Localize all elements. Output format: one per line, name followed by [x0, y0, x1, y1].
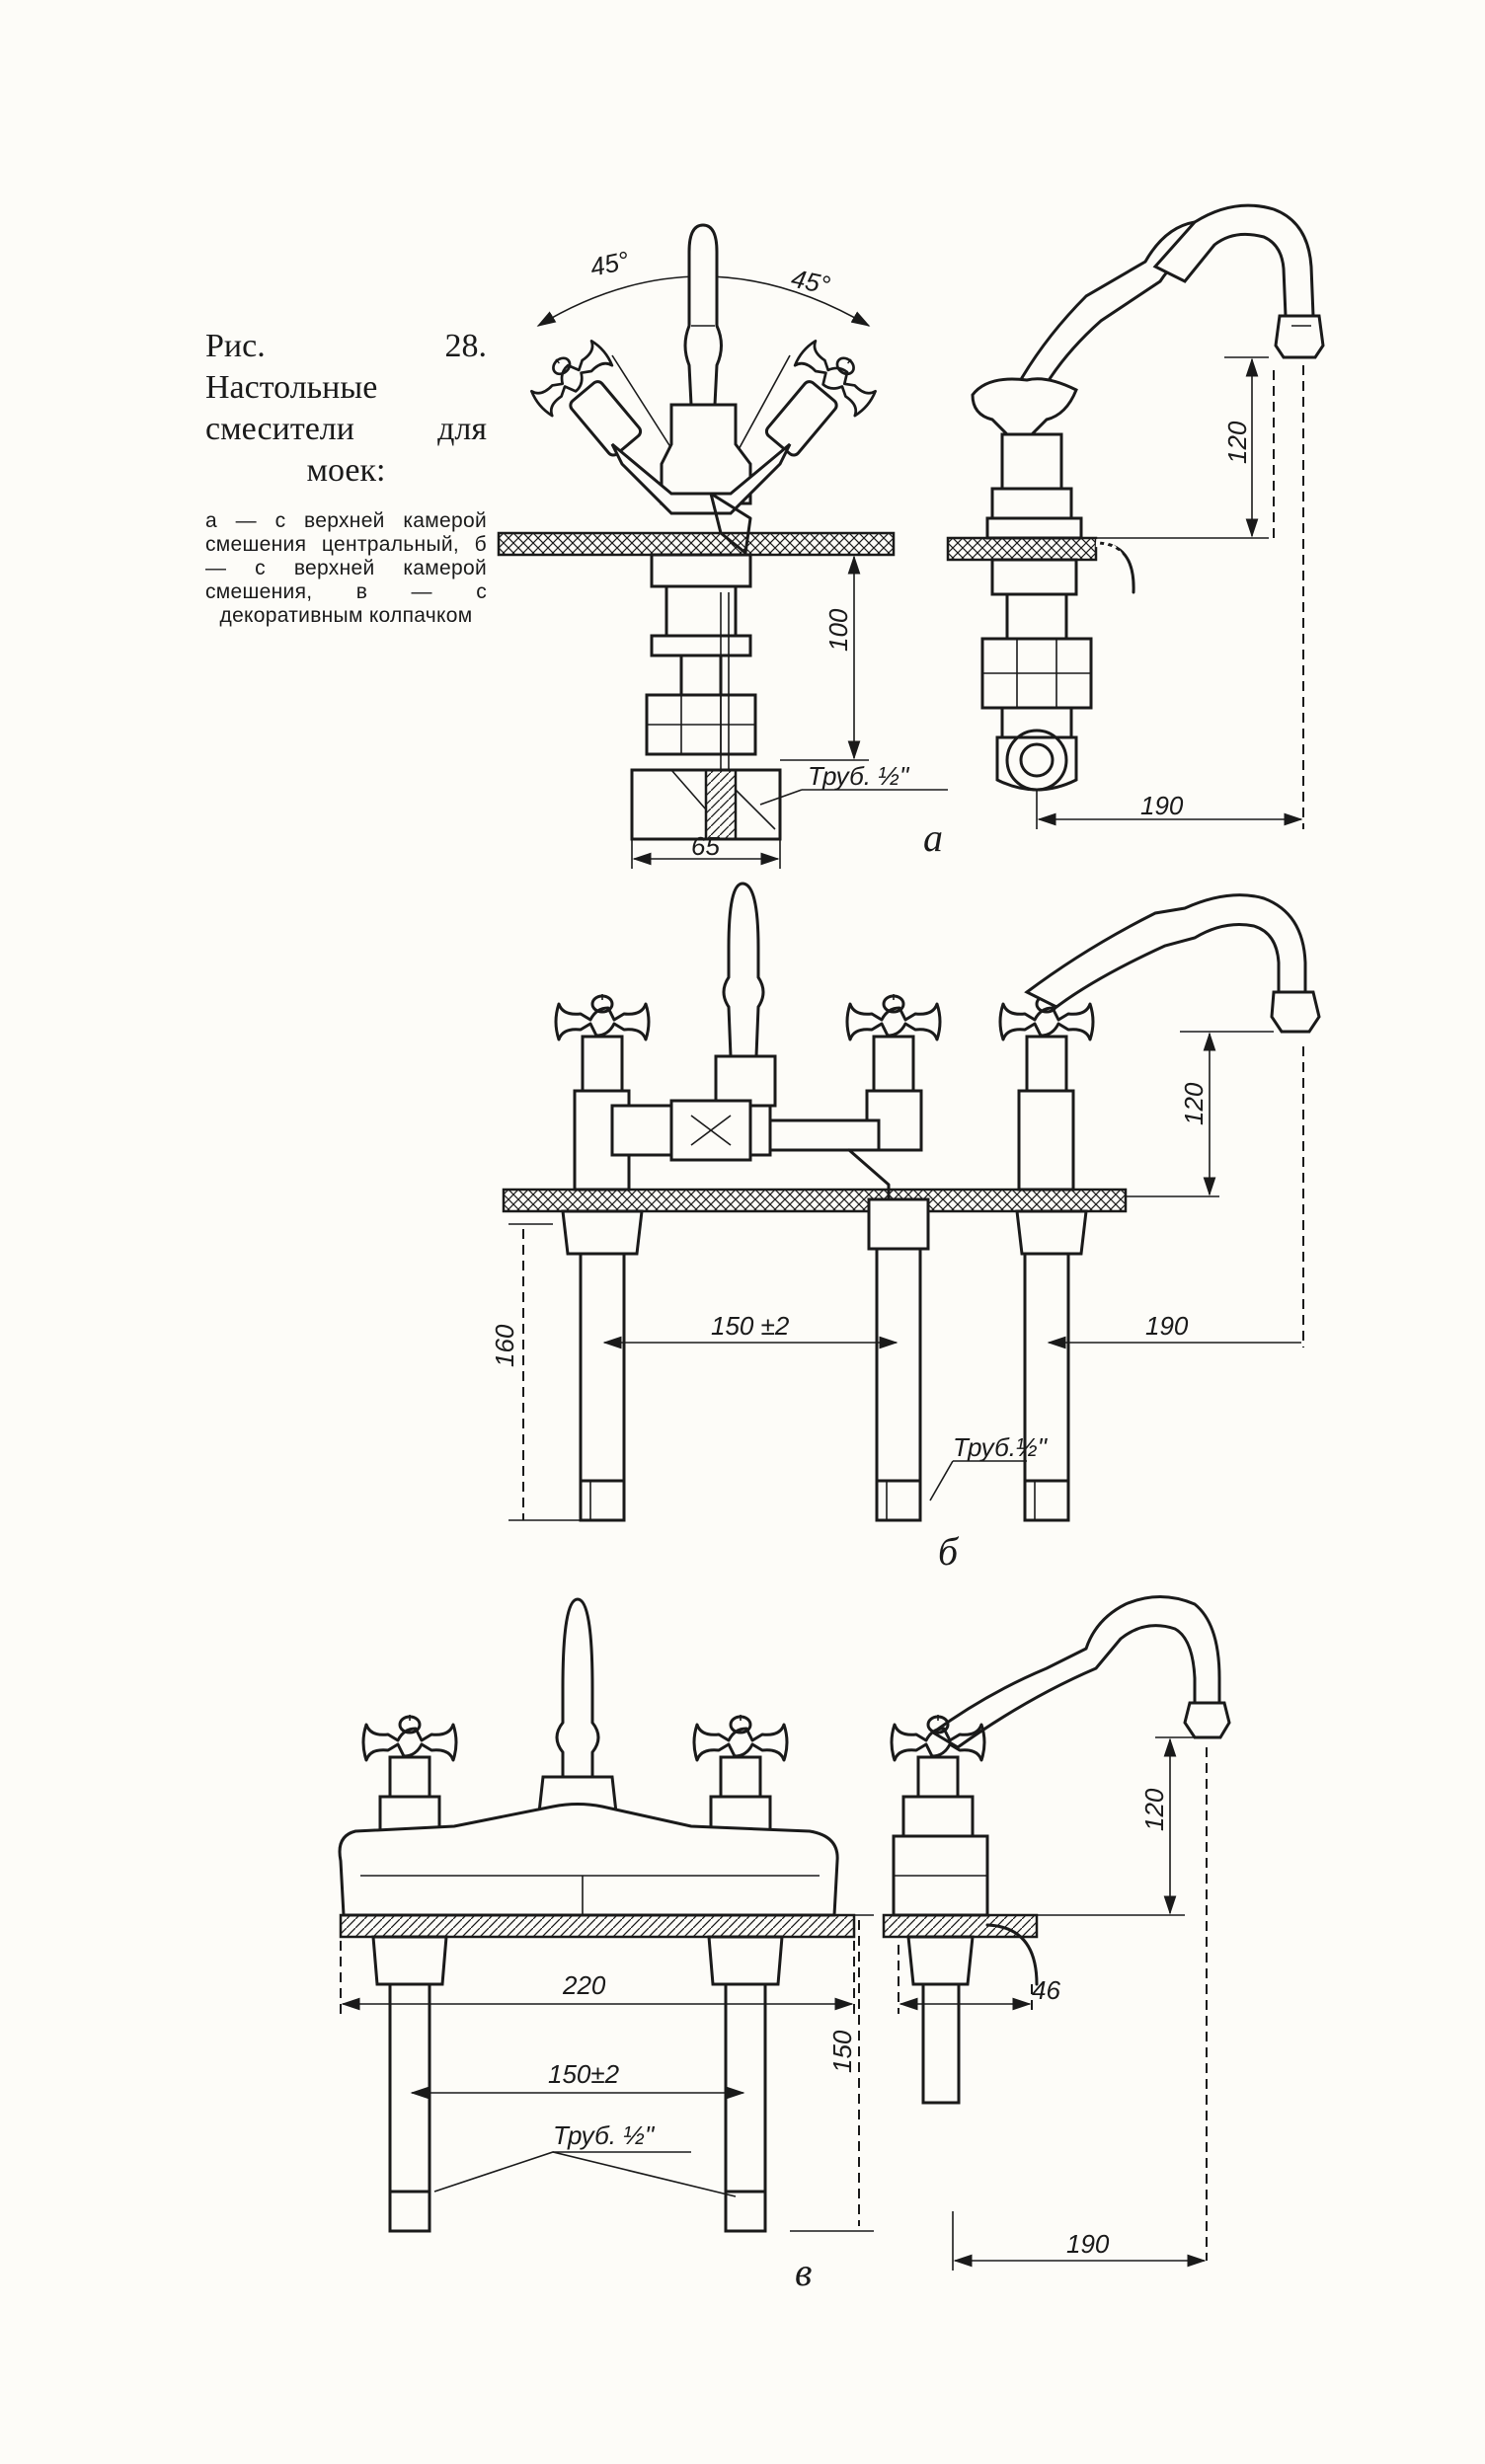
figure-v-dim-spout-height: 120 — [1139, 1788, 1169, 1831]
figure-b-label: б — [938, 1529, 960, 1574]
figure-a-side-view: 120 190 — [946, 203, 1325, 829]
figure-v-front-view: 220 150±2 Труб. ½" 150 в — [338, 1597, 874, 2294]
figure-v-dim-reach: 190 — [1066, 2229, 1110, 2259]
figure-a-dim-height-left: 100 — [823, 608, 853, 652]
figure-v-side-view: 46 120 190 — [882, 1595, 1231, 2271]
figure-b-dim-spout-height: 120 — [1179, 1082, 1209, 1125]
figure-b-dim-spacing: 150 ±2 — [711, 1311, 790, 1341]
figure-caption: Рис. 28. Настольные смесители для моек: … — [205, 326, 487, 628]
figure-b-dim-height: 160 — [490, 1324, 519, 1367]
figure-a-angle-left: 45° — [587, 245, 632, 282]
figure-a-pipe-note: Труб. ½" — [808, 761, 910, 791]
figure-a-label: а — [923, 815, 943, 860]
figure-v-label: в — [795, 2250, 812, 2294]
figure-a-angle-right: 45° — [789, 264, 833, 301]
figure-a-dim-width: 65 — [691, 831, 720, 861]
figure-v-dim-offset: 46 — [1032, 1975, 1060, 2005]
caption-description: а — с верхней камерой смешения центральн… — [205, 509, 487, 627]
figure-a-front-view: 45° 45° 100 — [497, 223, 948, 869]
figure-v-pipe-note: Труб. ½" — [553, 2120, 656, 2150]
figure-v-dim-height: 150 — [827, 2030, 857, 2073]
figure-a-dim-spout-height: 120 — [1222, 421, 1252, 464]
figure-a-dim-reach: 190 — [1140, 791, 1184, 820]
figure-b-drawing: 160 150 ±2 190 120 Труб.½" б — [490, 882, 1321, 1574]
figure-v-dim-spacing: 150±2 — [548, 2059, 620, 2089]
figure-b-dim-reach: 190 — [1145, 1311, 1189, 1341]
caption-title: Рис. 28. Настольные смесители для моек: — [205, 328, 487, 489]
figure-v-dim-width: 220 — [562, 1970, 606, 2000]
figure-b-pipe-note: Труб.½" — [953, 1432, 1049, 1462]
